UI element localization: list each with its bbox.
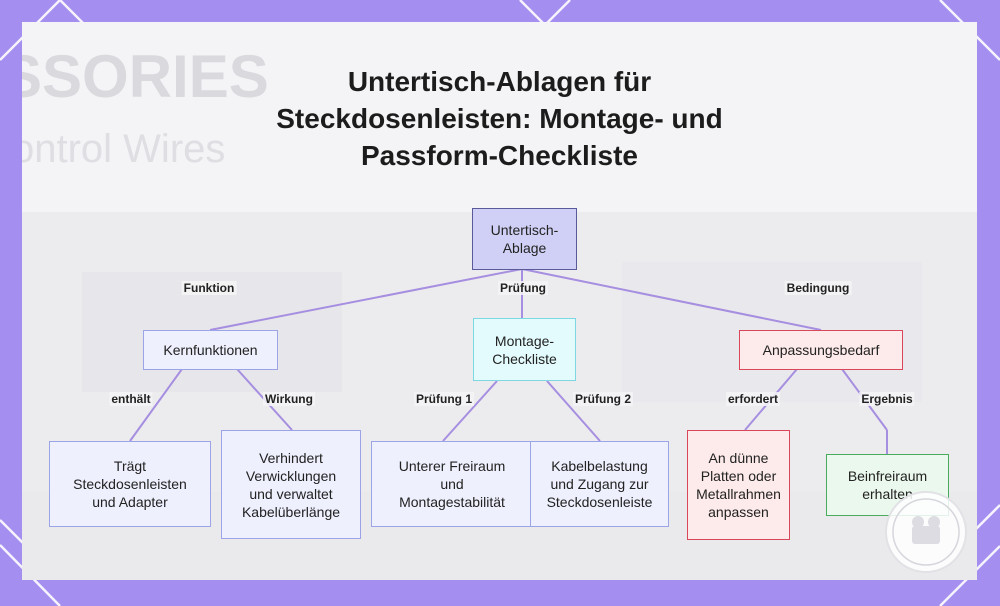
edge-label-enthaelt: enthält (109, 392, 152, 406)
edge-label-erfordert: erfordert (726, 392, 780, 406)
edge-label-ergebnis: Ergebnis (859, 392, 914, 406)
edge-montage-freiraum (443, 381, 497, 441)
node-anpassungsbedarf: Anpassungsbedarf (739, 330, 903, 370)
edge-label-bedingung: Bedingung (785, 281, 852, 295)
diagram-panel: SSORIES ontrol Wires Untertisch-Ablagen … (22, 22, 977, 580)
edge-label-pruefung-2: Prüfung 2 (573, 392, 633, 406)
node-untertisch-ablage: Untertisch-Ablage (472, 208, 577, 270)
node-montage-checkliste: Montage-Checkliste (473, 318, 576, 381)
edge-label-pruefung: Prüfung (498, 281, 548, 295)
edge-montage-kabel (547, 381, 600, 441)
edge-label-pruefung-1: Prüfung 1 (414, 392, 474, 406)
watermark-logo-icon (882, 488, 970, 576)
edge-label-funktion: Funktion (182, 281, 237, 295)
node-kernfunktionen: Kernfunktionen (143, 330, 278, 370)
edge-label-wirkung: Wirkung (263, 392, 315, 406)
